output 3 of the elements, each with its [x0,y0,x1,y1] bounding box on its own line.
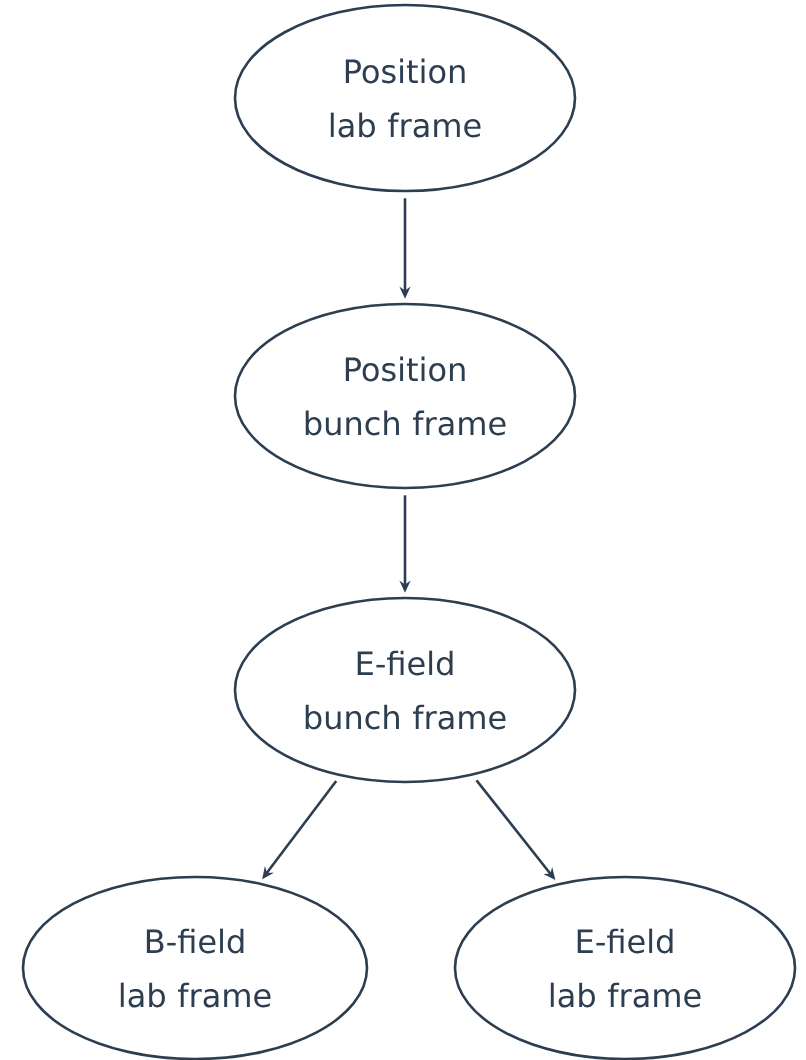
ellipse-node: Position bunch frame [233,302,577,490]
ellipse-node: Position lab frame [233,3,577,193]
ellipse-node: E-field bunch frame [233,596,577,784]
